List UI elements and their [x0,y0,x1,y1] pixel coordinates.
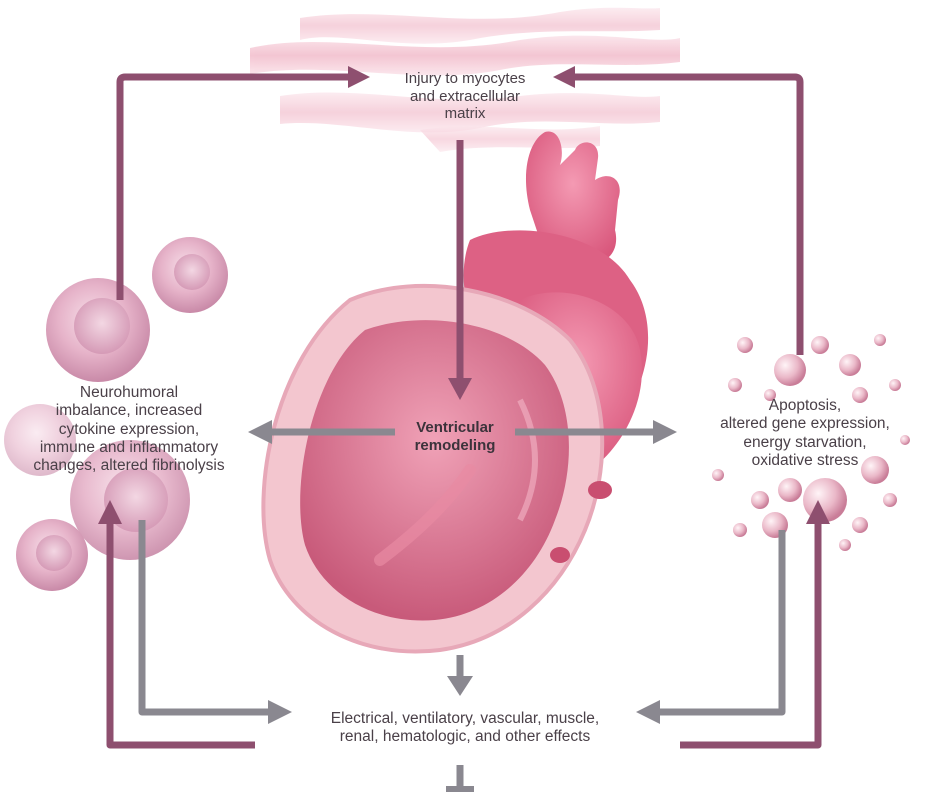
downstream-arrows [138,140,786,790]
effects-label-line-1: Electrical, ventilatory, vascular, muscl… [330,710,600,727]
injury-label-line-2: and extracellular [409,87,521,105]
neurohumoral-label: Neurohumoral imbalance, increased cytoki… [4,384,254,475]
neurohumoral-label-line-1: Neurohumoral [79,384,179,401]
feedback-arrows [106,73,822,749]
effects-label-line-2: renal, hematologic, and other effects [339,728,591,746]
effects-label: Electrical, ventilatory, vascular, muscl… [250,710,680,747]
apoptotic-bodies [712,334,910,551]
neurohumoral-label-line-5: changes, altered fibrinolysis [33,457,225,475]
apoptosis-label-line-4: oxidative stress [751,451,859,469]
injury-label-line-3: matrix [444,105,486,123]
arrowheads [248,378,677,792]
apoptosis-label-line-1: Apoptosis, [768,397,842,414]
neurohumoral-label-line-3: cytokine expression, [58,420,200,438]
apoptosis-label-line-3: energy starvation, [743,433,867,451]
apoptosis-label-line-2: altered gene expression, [720,415,890,433]
remodeling-label-line-1: Ventricular [416,419,494,436]
feedback-arrowheads [98,66,830,524]
neurohumoral-label-line-2: imbalance, increased [55,402,203,420]
neurohumoral-label-line-4: immune and inflammatory [39,438,219,456]
remodeling-label-line-2: remodeling [414,436,496,454]
apoptosis-label: Apoptosis, altered gene expression, ener… [680,397,927,470]
remodeling-label: Ventricular remodeling [380,419,530,454]
immune-cells [4,237,228,591]
injury-label: Injury to myocytes and extracellular mat… [340,70,590,123]
injury-label-line-1: Injury to myocytes [404,70,526,87]
heart-illustration [261,131,649,654]
